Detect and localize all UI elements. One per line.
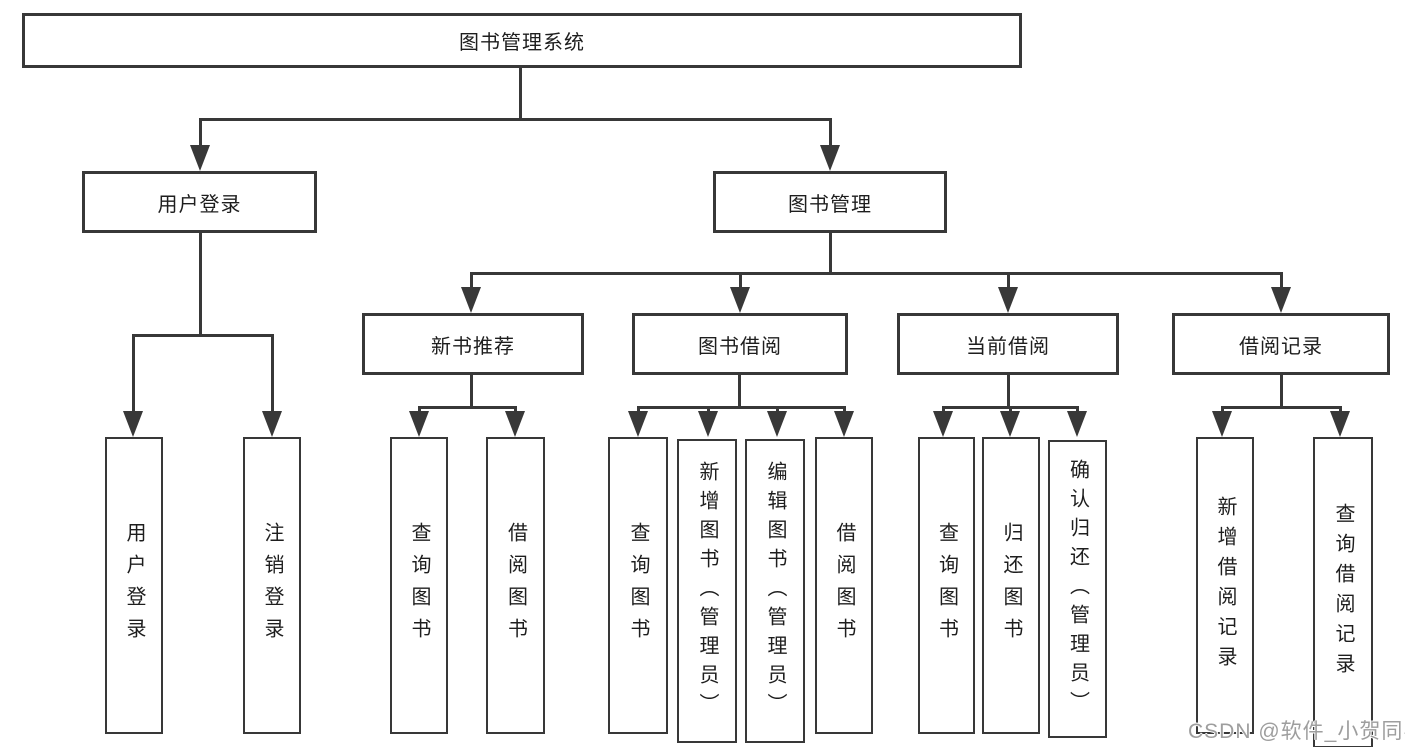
- node-borrow-records: 借阅记录: [1172, 313, 1390, 375]
- arrow-down-icon: [123, 411, 143, 437]
- connector-line: [739, 272, 742, 292]
- leaf-node-borrow-books: 借阅图书: [815, 437, 873, 734]
- leaf-node-add-books-admin: 新增图书（管理员）: [677, 439, 737, 743]
- arrow-down-icon: [628, 411, 648, 437]
- arrow-down-icon: [262, 411, 282, 437]
- csdn-watermark: CSDN @软件_小贺同学: [1188, 720, 1405, 743]
- leaf-node-confirm-return-admin: 确认归还（管理员）: [1048, 440, 1107, 738]
- leaf-label: 查询图书: [627, 521, 649, 650]
- arrow-down-icon: [820, 145, 840, 171]
- leaf-label: 查询图书: [408, 521, 430, 650]
- arrow-down-icon: [834, 411, 854, 437]
- connector-line: [1221, 406, 1341, 409]
- connector-line: [271, 334, 274, 414]
- leaf-node-return-books: 归还图书: [982, 437, 1040, 734]
- leaf-node-borrow-books-recommend: 借阅图书: [486, 437, 545, 734]
- connector-line: [470, 272, 473, 292]
- leaf-node-query-books-recommend: 查询图书: [390, 437, 448, 734]
- connector-line: [1280, 375, 1283, 408]
- leaf-node-query-books-current: 查询图书: [918, 437, 975, 734]
- node-label: 用户登录: [157, 193, 242, 216]
- arrow-down-icon: [767, 411, 787, 437]
- node-label: 当前借阅: [966, 335, 1050, 358]
- node-label: 图书管理: [788, 193, 872, 216]
- connector-line: [470, 272, 1282, 275]
- leaf-label: 借阅图书: [833, 521, 855, 650]
- connector-line: [470, 375, 473, 408]
- node-new-book-recommend: 新书推荐: [362, 313, 584, 375]
- arrow-down-icon: [730, 287, 750, 313]
- arrow-down-icon: [998, 287, 1018, 313]
- node-book-management: 图书管理: [713, 171, 947, 233]
- arrow-down-icon: [933, 411, 953, 437]
- node-label: 借阅记录: [1239, 335, 1323, 358]
- connector-line: [829, 233, 832, 274]
- leaf-label: 编辑图书（管理员）: [764, 460, 786, 722]
- leaf-label: 新增图书（管理员）: [696, 460, 718, 722]
- connector-line: [199, 233, 202, 336]
- arrow-down-icon: [1212, 411, 1232, 437]
- leaf-label: 新增借阅记录: [1214, 495, 1236, 676]
- connector-line: [132, 334, 135, 414]
- node-label: 新书推荐: [431, 335, 515, 358]
- arrow-down-icon: [1330, 411, 1350, 437]
- connector-line: [418, 406, 517, 409]
- node-current-borrow: 当前借阅: [897, 313, 1119, 375]
- connector-line: [1280, 272, 1283, 292]
- node-label: 图书借阅: [698, 335, 782, 358]
- leaf-label: 借阅图书: [504, 521, 527, 650]
- arrow-down-icon: [190, 145, 210, 171]
- leaf-node-logout: 注销登录: [243, 437, 301, 734]
- arrow-down-icon: [505, 411, 525, 437]
- arrow-down-icon: [1067, 411, 1087, 437]
- leaf-node-query-books-borrow: 查询图书: [608, 437, 668, 734]
- arrow-down-icon: [1271, 287, 1291, 313]
- connector-line: [519, 68, 522, 120]
- node-label: 图书管理系统: [459, 32, 585, 54]
- connector-line: [637, 406, 845, 409]
- node-root-system: 图书管理系统: [22, 13, 1022, 68]
- connector-line: [1007, 375, 1010, 408]
- arrow-down-icon: [1000, 411, 1020, 437]
- leaf-label: 归还图书: [1000, 521, 1022, 650]
- connector-line: [132, 334, 274, 337]
- arrow-down-icon: [409, 411, 429, 437]
- leaf-node-query-borrow-record: 查询借阅记录: [1313, 437, 1373, 747]
- connector-line: [829, 118, 832, 148]
- leaf-label: 查询借阅记录: [1332, 502, 1354, 683]
- connector-line: [738, 374, 741, 408]
- leaf-label: 注销登录: [261, 521, 283, 650]
- leaf-node-add-borrow-record: 新增借阅记录: [1196, 437, 1254, 734]
- leaf-node-edit-books-admin: 编辑图书（管理员）: [745, 439, 805, 743]
- node-user-login: 用户登录: [82, 171, 317, 233]
- arrow-down-icon: [698, 411, 718, 437]
- arrow-down-icon: [461, 287, 481, 313]
- leaf-label: 查询图书: [935, 521, 958, 650]
- connector-line: [1007, 272, 1010, 292]
- node-book-borrow: 图书借阅: [632, 313, 848, 375]
- leaf-label: 确认归还（管理员）: [1066, 458, 1089, 720]
- leaf-label: 用户登录: [123, 521, 145, 650]
- connector-line: [199, 118, 832, 121]
- leaf-node-user-login: 用户登录: [105, 437, 163, 734]
- connector-line: [199, 118, 202, 148]
